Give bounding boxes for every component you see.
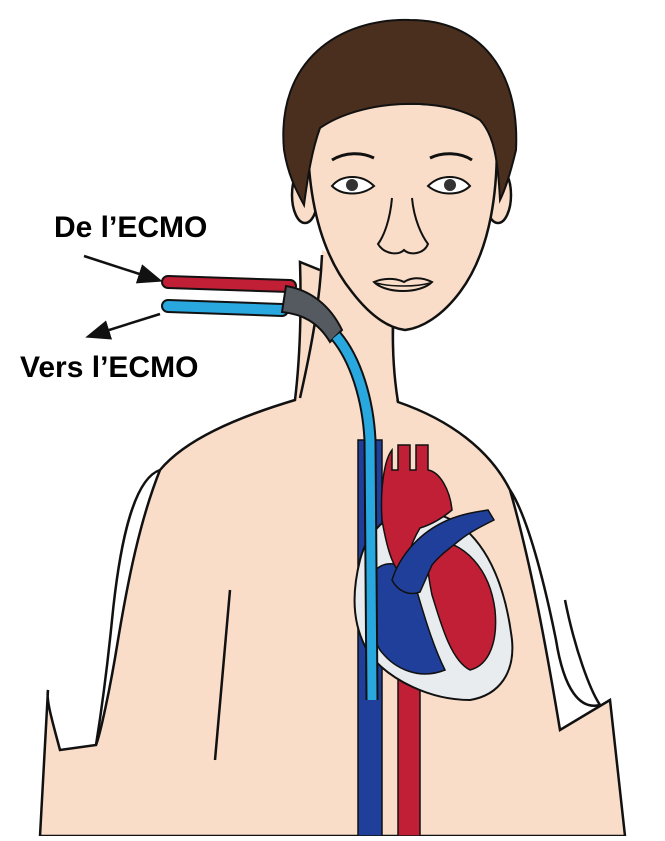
arrow-to-ecmo (90, 314, 160, 336)
from-ecmo-label: De l’ECMO (54, 213, 207, 243)
to-ecmo-label: Vers l’ECMO (20, 353, 198, 383)
right-pupil (444, 179, 456, 191)
arrow-from-ecmo (84, 256, 158, 280)
left-pupil (346, 179, 358, 191)
